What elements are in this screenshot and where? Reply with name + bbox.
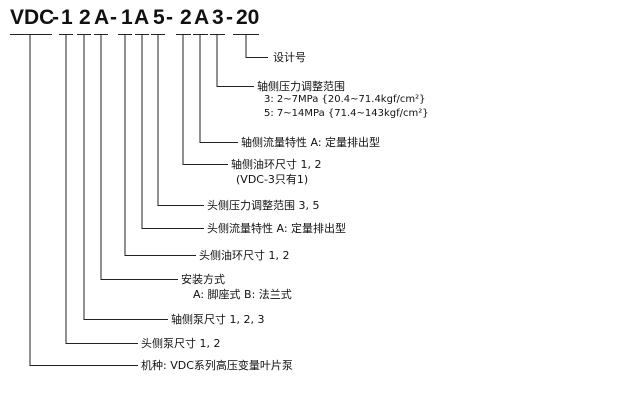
leader-shaft-pressure	[216, 34, 254, 87]
label-shaft-ring: 轴侧油环尺寸 1, 2	[231, 158, 322, 171]
leader-head-flow	[141, 34, 204, 229]
leader-shaft-pump	[83, 34, 168, 320]
label-head-flow: 头侧流量特性 A: 定量排出型	[207, 222, 347, 235]
code-dash: -	[52, 6, 59, 29]
code-head-ring-size: 1	[121, 6, 133, 29]
label-head-ring: 头侧油环尺寸 1, 2	[199, 249, 290, 262]
mounting-options: A: 脚座式 B: 法兰式	[193, 288, 292, 301]
code-shaft-ring-size: 2	[180, 6, 192, 29]
shaft-pressure-option-5: 5: 7~14MPa {71.4~143kgf/cm²}	[264, 108, 429, 119]
label-shaft-pressure: 轴侧压力调整范围	[257, 80, 345, 93]
leader-head-pressure	[157, 34, 204, 206]
shaft-ring-note: (VDC-3只有1)	[236, 173, 309, 186]
label-design-no: 设计号	[273, 51, 306, 64]
label-type: 机种: VDC系列高压变量叶片泵	[141, 359, 293, 372]
code-shaft-pump-size: 2	[79, 6, 91, 29]
code-mounting: A	[94, 6, 110, 29]
label-shaft-flow: 轴侧流量特性 A: 定量排出型	[241, 136, 381, 149]
code-shaft-flow: A	[194, 6, 210, 29]
code-head-pump-size: 1	[61, 6, 73, 29]
code-series: VDC	[10, 6, 55, 29]
code-dash: -	[166, 6, 173, 29]
code-design-no: 20	[236, 6, 260, 29]
leader-head-ring	[124, 34, 196, 256]
code-head-flow: A	[134, 6, 150, 29]
label-head-pump: 头侧泵尺寸 1, 2	[141, 337, 221, 350]
code-dash: -	[226, 6, 233, 29]
leader-design-no	[245, 34, 268, 58]
leader-head-pump	[65, 34, 138, 344]
code-head-pressure: 5	[153, 6, 165, 29]
code-dash: -	[110, 6, 117, 29]
label-shaft-pump: 轴侧泵尺寸 1, 2, 3	[171, 313, 265, 326]
leader-mounting	[100, 34, 178, 280]
leader-shaft-ring	[182, 34, 228, 165]
leader-shaft-flow	[199, 34, 238, 143]
label-mounting: 安装方式	[181, 273, 225, 286]
label-head-pressure: 头侧压力调整范围 3, 5	[207, 199, 320, 212]
shaft-pressure-option-3: 3: 2~7MPa {20.4~71.4kgf/cm²}	[264, 94, 426, 105]
code-shaft-pressure: 3	[212, 6, 224, 29]
leader-type	[29, 34, 138, 366]
